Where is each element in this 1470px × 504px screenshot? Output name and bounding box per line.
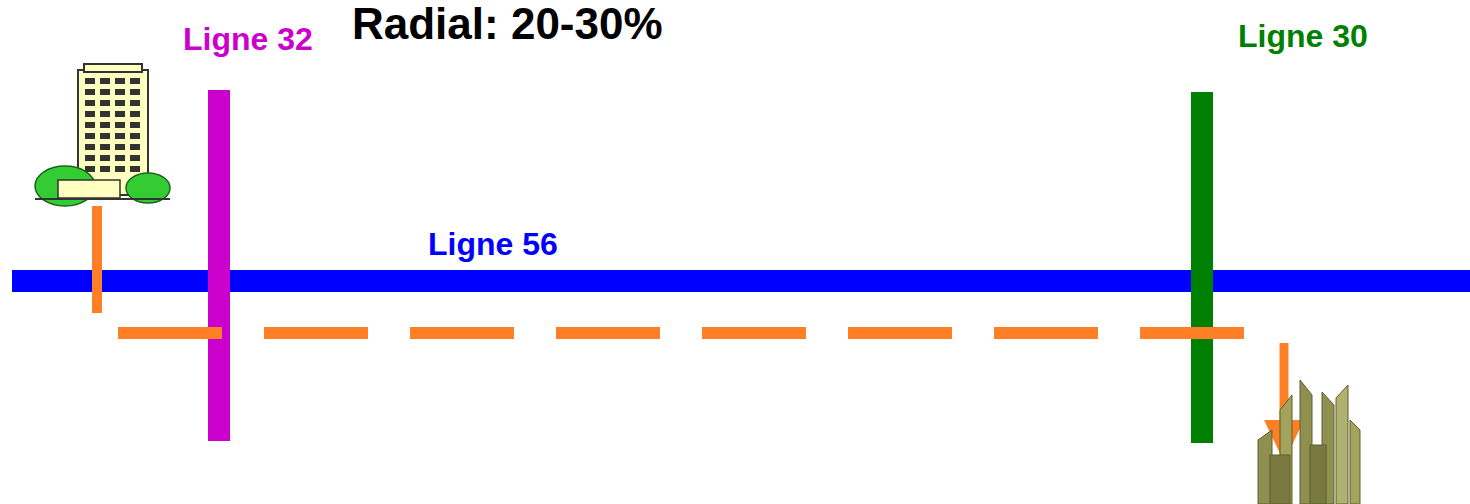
building-icon bbox=[35, 64, 170, 206]
window bbox=[130, 111, 140, 117]
window bbox=[100, 111, 110, 117]
window bbox=[130, 89, 140, 95]
window bbox=[100, 166, 110, 172]
trip-path bbox=[97, 206, 1304, 462]
window bbox=[100, 122, 110, 128]
window bbox=[85, 100, 95, 106]
window bbox=[115, 89, 125, 95]
line-label: Ligne 56 bbox=[428, 227, 558, 262]
window bbox=[130, 100, 140, 106]
window bbox=[100, 144, 110, 150]
window bbox=[100, 133, 110, 139]
window bbox=[115, 100, 125, 106]
window bbox=[85, 144, 95, 150]
window bbox=[85, 133, 95, 139]
window bbox=[100, 155, 110, 161]
window bbox=[130, 122, 140, 128]
window bbox=[115, 122, 125, 128]
window bbox=[100, 78, 110, 84]
line-32-track bbox=[208, 90, 230, 441]
line-56-track bbox=[12, 270, 1470, 292]
window bbox=[115, 133, 125, 139]
window bbox=[85, 111, 95, 117]
window bbox=[130, 78, 140, 84]
window bbox=[130, 144, 140, 150]
city-icon bbox=[1258, 380, 1360, 504]
window bbox=[130, 155, 140, 161]
window bbox=[130, 166, 140, 172]
line-label: Ligne 32 bbox=[183, 22, 313, 57]
window bbox=[85, 155, 95, 161]
window bbox=[85, 122, 95, 128]
window bbox=[130, 133, 140, 139]
line-30-track bbox=[1191, 92, 1213, 443]
window bbox=[115, 155, 125, 161]
window bbox=[85, 89, 95, 95]
window bbox=[85, 78, 95, 84]
window bbox=[115, 166, 125, 172]
line-label: Ligne 30 bbox=[1238, 19, 1368, 54]
window bbox=[85, 166, 95, 172]
title: Radial: 20-30% bbox=[352, 0, 663, 48]
window bbox=[115, 144, 125, 150]
window bbox=[100, 100, 110, 106]
window bbox=[100, 89, 110, 95]
window bbox=[115, 111, 125, 117]
window bbox=[115, 78, 125, 84]
